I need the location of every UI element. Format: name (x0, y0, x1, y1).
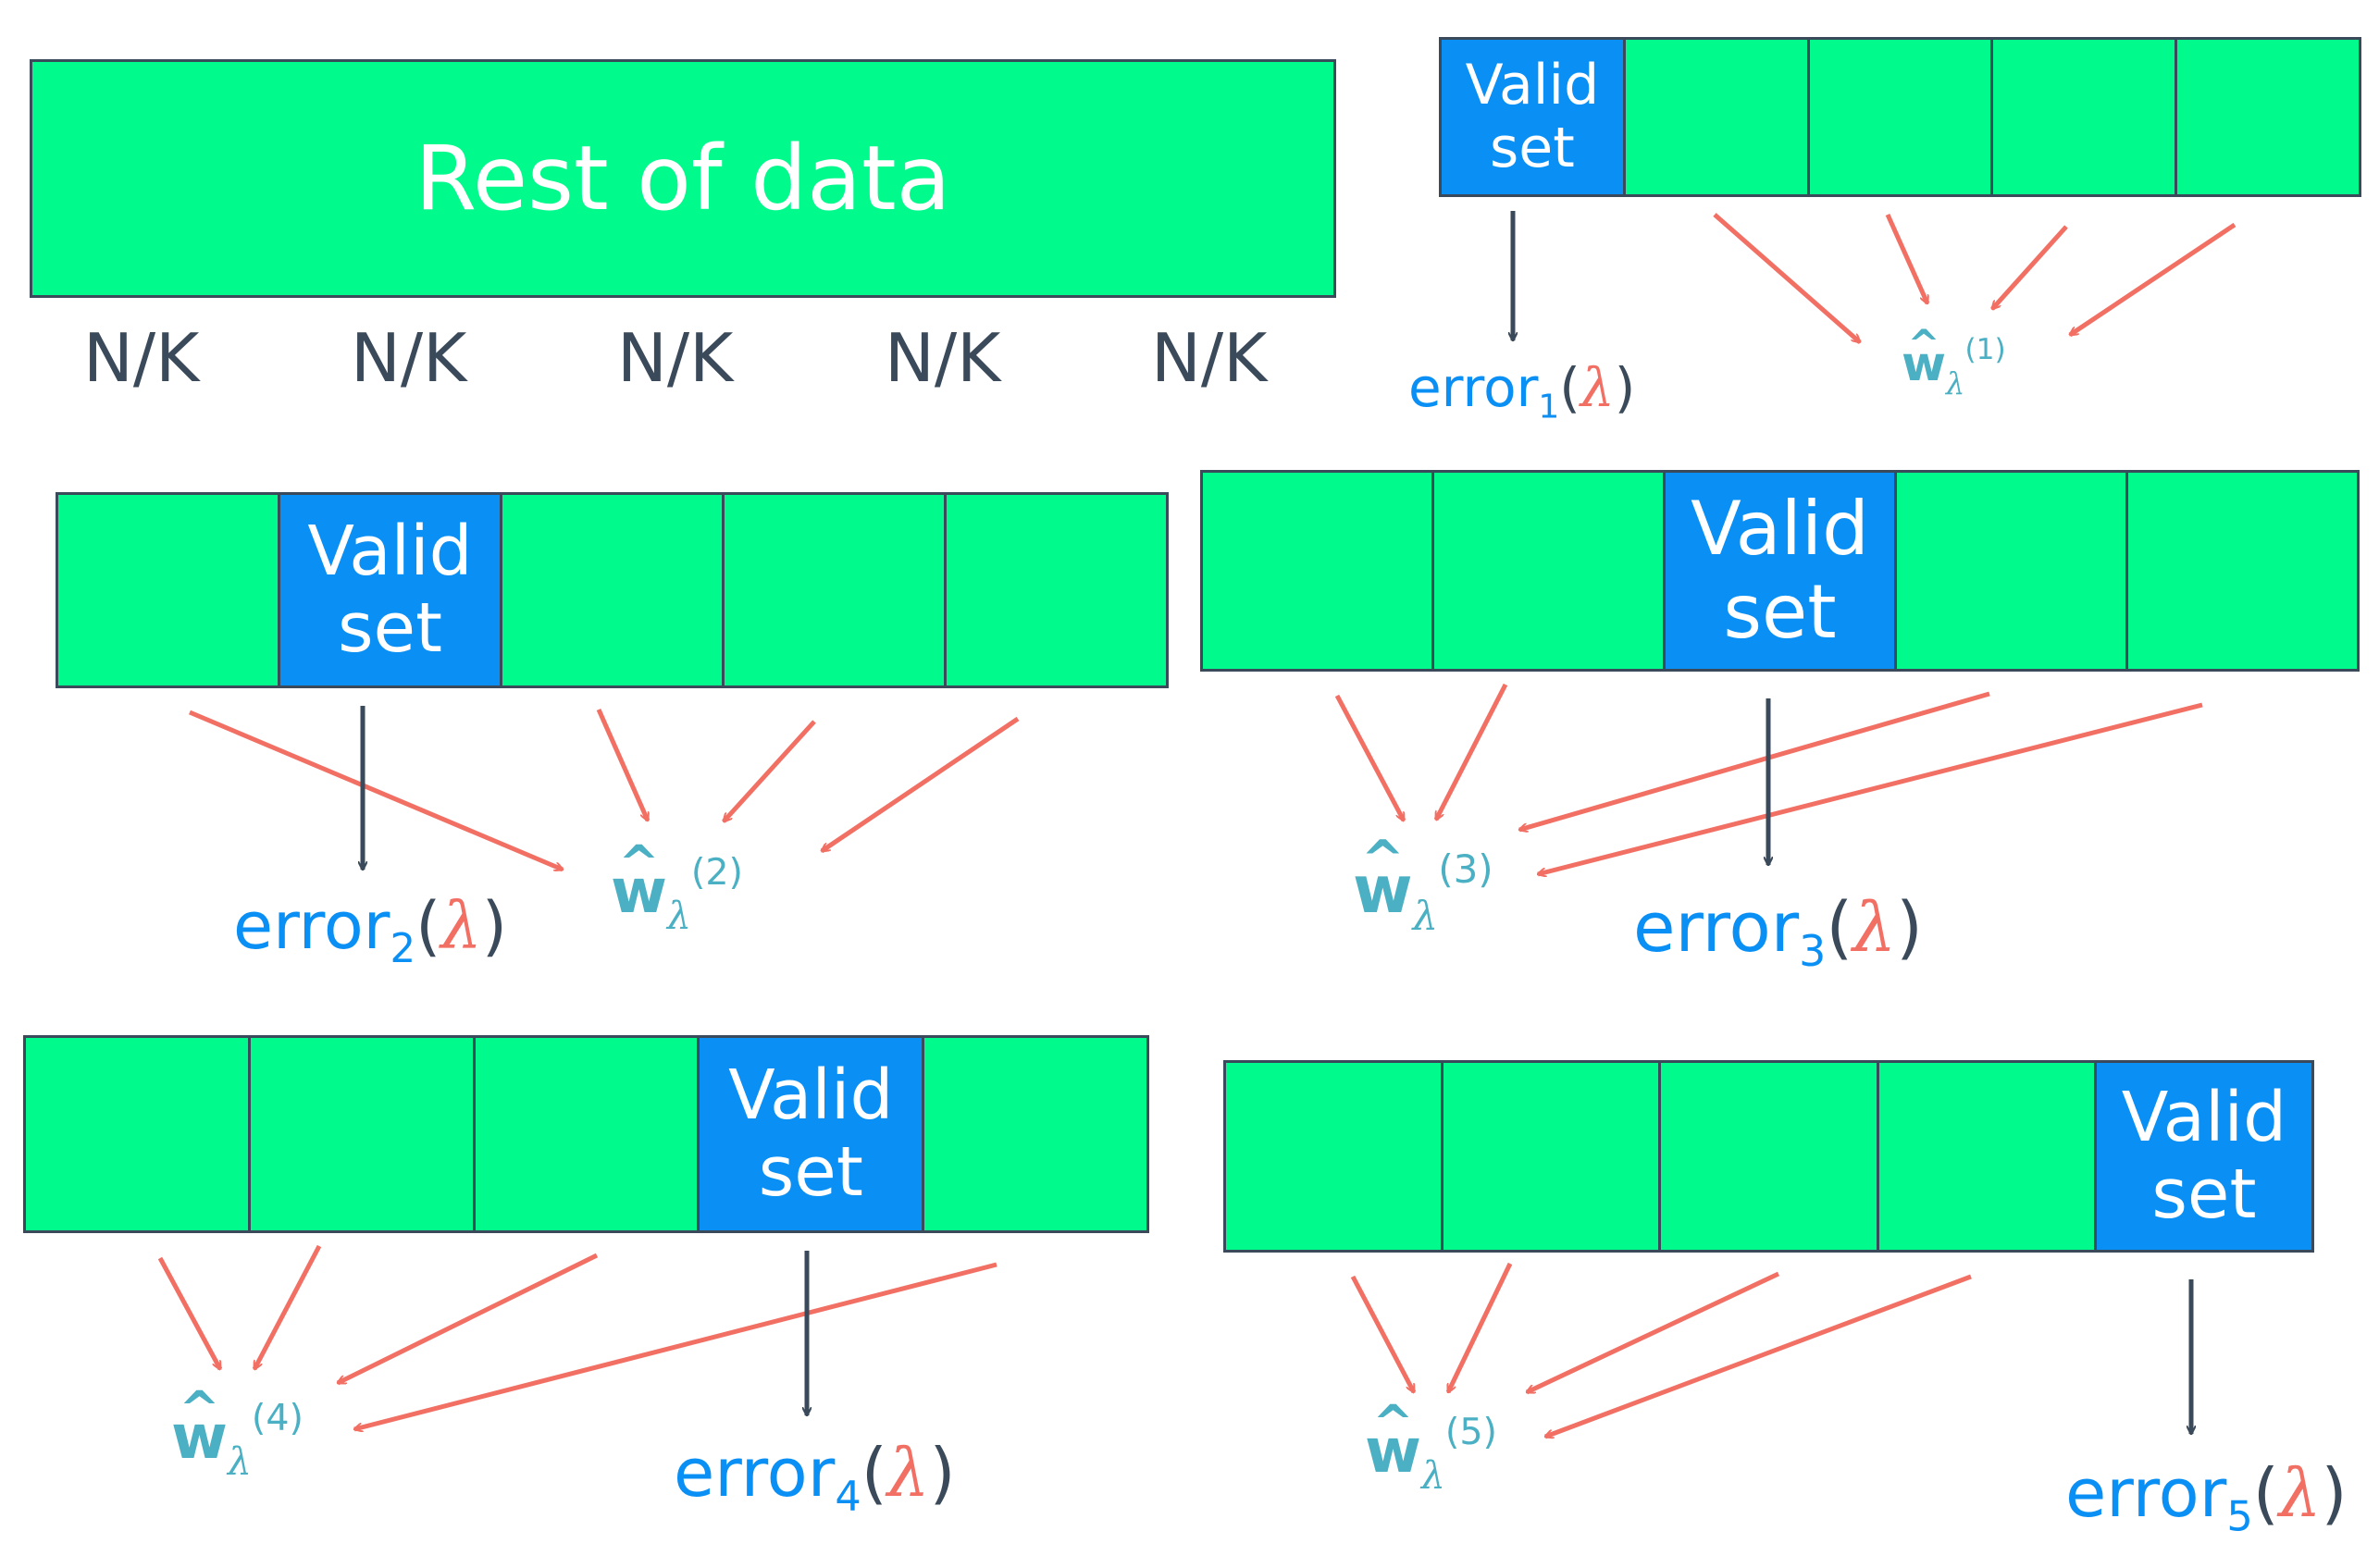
error-3-label: error3(λ) (1633, 888, 1923, 977)
rest-of-data-label: Rest of data (415, 127, 951, 230)
training-arrow (822, 716, 1020, 854)
training-block (1897, 473, 2128, 669)
training-block (250, 1038, 476, 1230)
w-hat-4-label: ^wλ(4) (171, 1380, 304, 1485)
training-block (1878, 1063, 2097, 1250)
training-block (26, 1038, 251, 1230)
training-arrow (338, 1253, 599, 1386)
training-block (924, 1038, 1146, 1230)
w-hat-3-label: ^wλ(3) (1353, 829, 1493, 941)
rest-of-data-block: Rest of data (30, 59, 1336, 298)
training-arrow (1527, 1271, 1780, 1395)
training-arrow (1885, 213, 1930, 303)
training-arrow (189, 710, 563, 872)
training-block (725, 495, 947, 685)
error-arrows (363, 211, 2191, 1434)
training-arrow (1545, 1274, 1972, 1437)
w-hat-1-label: ^wλ(1) (1902, 320, 2006, 401)
training-block (2177, 40, 2359, 194)
training-arrow (2070, 222, 2237, 338)
training-block (2128, 473, 2357, 669)
training-block (475, 1038, 700, 1230)
error-5-label: error5(λ) (2065, 1454, 2348, 1541)
w-hat-5-label: ^wλ(5) (1365, 1394, 1497, 1499)
training-arrow (1992, 225, 2068, 309)
training-arrow (157, 1256, 223, 1369)
fold-size-label: N/K (83, 319, 200, 397)
training-arrow (1713, 213, 1860, 342)
training-arrow (1538, 702, 2203, 874)
training-block (1434, 473, 1666, 669)
error-2-label: error2(λ) (233, 888, 508, 973)
training-block (1625, 40, 1810, 194)
fold-size-label: N/K (885, 319, 1001, 397)
training-arrow (1433, 683, 1508, 820)
training-arrow (724, 720, 816, 821)
training-arrow (1519, 691, 1990, 830)
training-arrow (1350, 1275, 1417, 1392)
training-arrow (354, 1262, 997, 1429)
training-block (1444, 1063, 1662, 1250)
training-arrow (252, 1244, 322, 1369)
fold-size-label: N/K (351, 319, 467, 397)
training-block (58, 495, 280, 685)
training-arrows (157, 213, 2237, 1437)
training-block (1203, 473, 1434, 669)
fold-size-labels: N/K N/K N/K N/K N/K (30, 319, 1336, 412)
fold-size-label: N/K (1151, 319, 1268, 397)
w-hat-2-label: ^wλ(2) (611, 834, 743, 939)
training-arrow (1445, 1262, 1513, 1392)
fold-size-label: N/K (617, 319, 734, 397)
training-block (1661, 1063, 1879, 1250)
training-block (502, 495, 725, 685)
training-arrow (596, 708, 651, 821)
error-1-label: error1(λ) (1408, 356, 1636, 426)
error-4-label: error4(λ) (674, 1434, 956, 1521)
training-block (1809, 40, 1994, 194)
training-block (947, 495, 1166, 685)
training-block (1226, 1063, 1444, 1250)
training-block (1993, 40, 2178, 194)
training-arrow (1334, 694, 1406, 821)
